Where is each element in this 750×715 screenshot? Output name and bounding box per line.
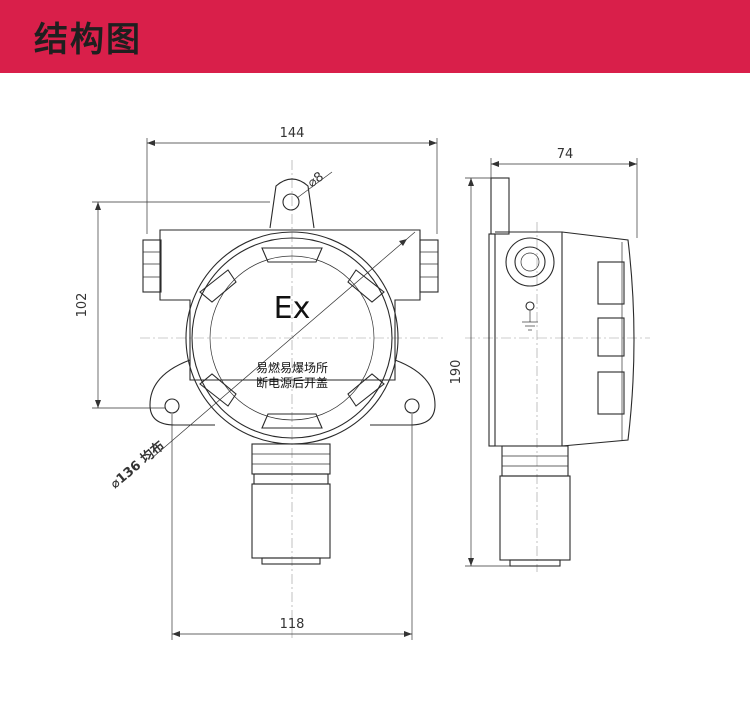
ex-mark: Ex [274,291,311,326]
page-title: 结构图 [34,20,142,60]
side-view: 74 190 [449,147,650,572]
warning-line-2: 断电源后开盖 [256,375,328,390]
dim-total-height-label: 190 [449,360,464,385]
warning-line-1: 易燃易爆场所 [256,360,328,375]
dim-bolt-circle-label: ⌀136 均布 [107,438,167,492]
header-banner: 结构图 [0,0,750,73]
dim-depth-label: 74 [557,147,574,162]
front-view: 144 102 ⌀8 ⌀136 均布 118 Ex 易燃易爆场所 断电源后开盖 [75,126,445,640]
dim-width-label: 144 [280,126,305,141]
dim-height-label: 102 [75,293,90,318]
dim-base-label: 118 [280,617,305,632]
mounting-hole [282,193,300,211]
